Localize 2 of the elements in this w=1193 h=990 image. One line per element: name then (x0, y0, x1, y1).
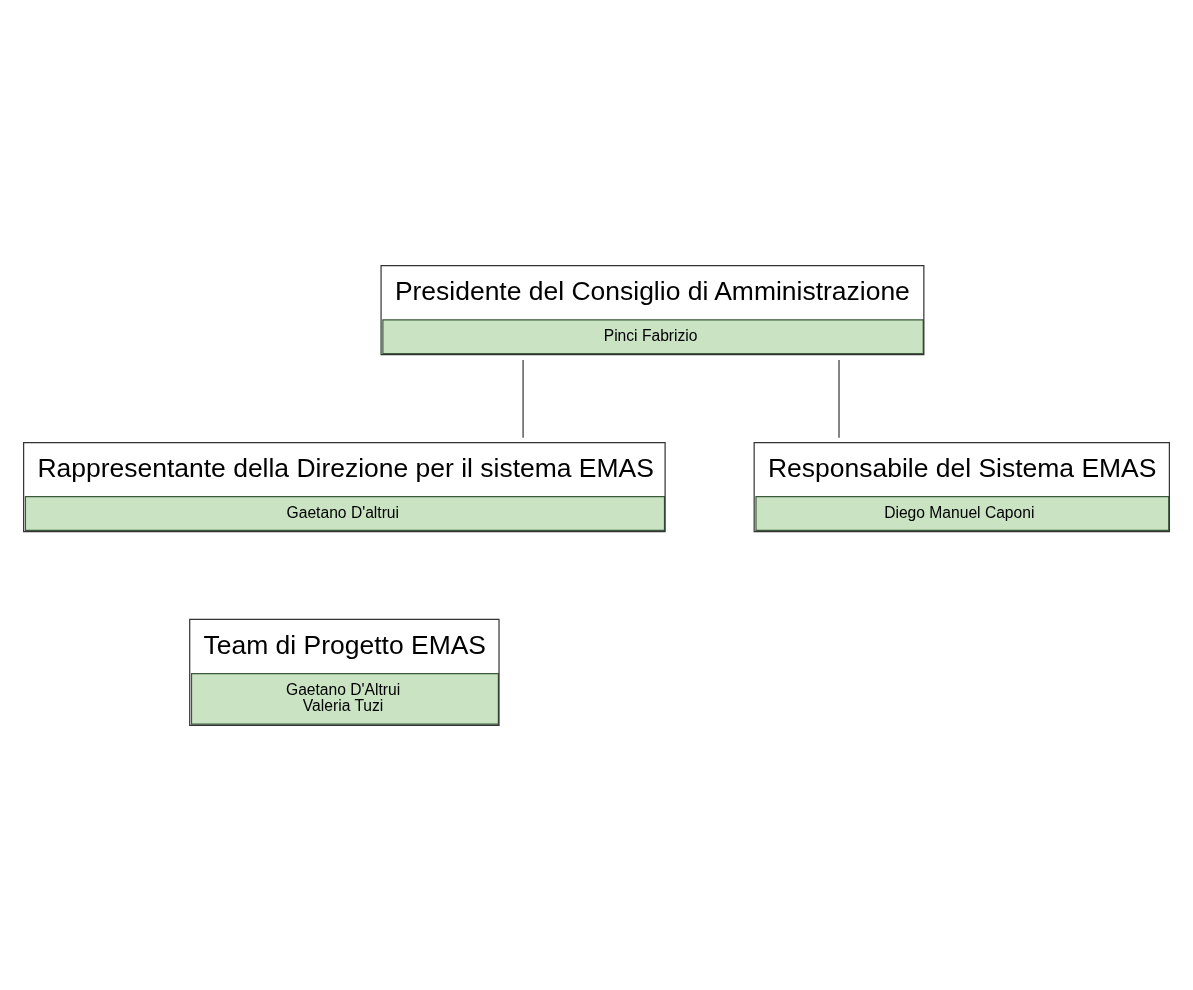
connector (522, 358, 524, 438)
connector (838, 358, 840, 438)
